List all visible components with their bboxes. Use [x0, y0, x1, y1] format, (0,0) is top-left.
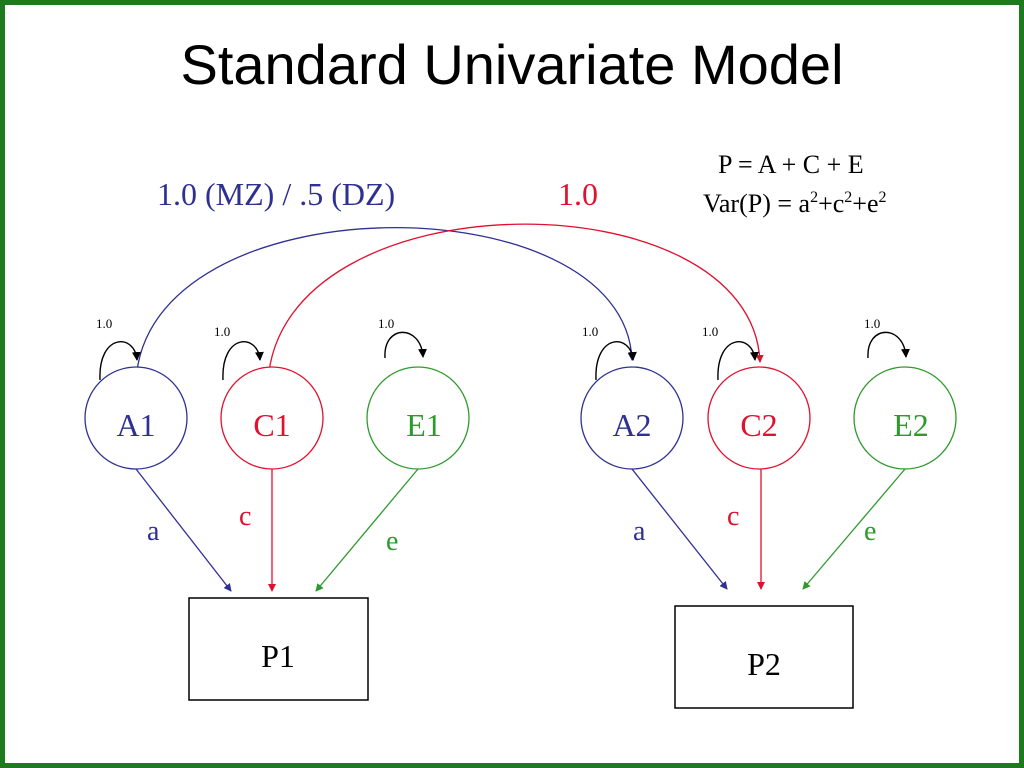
- path-e2-label: e: [864, 516, 876, 547]
- variance-loop-c1: [222, 341, 264, 381]
- c-correlation-arc: [267, 223, 764, 383]
- variance-label-a1: 1.0: [96, 316, 112, 331]
- phenotype-p1-box: [188, 597, 369, 701]
- c-correlation-label: 1.0: [558, 176, 598, 212]
- slide-title: Standard Univariate Model: [180, 33, 844, 96]
- path-e2-arrow: [802, 468, 906, 590]
- variance-label-c2: 1.0: [702, 324, 718, 339]
- latent-e2-label: E2: [893, 407, 929, 443]
- path-a2-arrow: [631, 468, 728, 590]
- latent-c2-label: C2: [740, 407, 777, 443]
- phenotype-p1-label: P1: [261, 638, 295, 674]
- latent-e1-label: E1: [406, 407, 442, 443]
- path-c2-label: c: [727, 501, 739, 532]
- variance-label-e2: 1.0: [864, 316, 880, 331]
- variance-label-a2: 1.0: [582, 324, 598, 339]
- variance-loop-a2: [595, 341, 637, 381]
- variance-label-e1: 1.0: [378, 316, 394, 331]
- latent-c2-circle: [707, 366, 811, 470]
- path-c1-label: c: [239, 501, 251, 532]
- path-a1-label: a: [147, 516, 160, 547]
- variance-loop-e1: [384, 331, 427, 359]
- a-correlation-arc: [135, 227, 636, 383]
- variance-loop-a1: [99, 341, 141, 381]
- equation-line: P = A + C + E: [718, 150, 864, 179]
- path-a1-arrow: [135, 468, 232, 592]
- path-e1-arrow: [315, 468, 419, 592]
- phenotype-p2-box: [674, 605, 854, 709]
- phenotype-p2-label: P2: [747, 646, 781, 682]
- path-a2-label: a: [633, 516, 646, 547]
- path-e1-label: e: [386, 526, 398, 557]
- latent-a1-label: A1: [116, 407, 155, 443]
- variance-label-c1: 1.0: [214, 324, 230, 339]
- variance-equation: Var(P) = a2+c2+e2: [703, 189, 886, 218]
- variance-loops: [99, 331, 910, 381]
- latent-c1-label: C1: [253, 407, 290, 443]
- variance-loop-e2: [867, 331, 910, 359]
- latent-a2-label: A2: [612, 407, 651, 443]
- a-correlation-label: 1.0 (MZ) / .5 (DZ): [157, 176, 395, 212]
- variance-loop-c2: [717, 341, 759, 381]
